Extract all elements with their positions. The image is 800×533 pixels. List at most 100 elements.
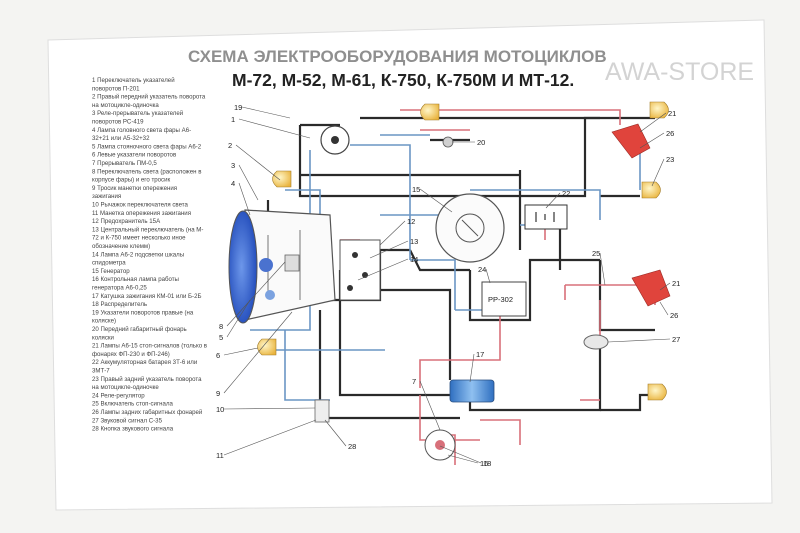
ignition-coil: [449, 379, 495, 403]
component-legend: 1 Переключатель указателей поворотов П-2…: [92, 77, 207, 433]
callout-leader-line: [419, 188, 453, 213]
turn-lamp-right-front: [272, 170, 292, 188]
callout-number: 8: [219, 322, 223, 331]
legend-line: 7 Прерыватель ПМ-0,5: [92, 160, 157, 167]
callout-leader-line: [419, 380, 441, 431]
callout-leader-line: [238, 182, 251, 216]
distributor: [424, 429, 456, 461]
headlamp-bulb: [259, 258, 273, 272]
legend-line: 18 Распределитель: [92, 301, 147, 308]
callout-leader-line: [485, 268, 491, 284]
callout-number: 11: [216, 451, 224, 460]
callout-number: 27: [672, 335, 680, 344]
callout-leader-line: [238, 118, 311, 139]
callout-number: 3: [231, 161, 235, 170]
callout-number: 17: [476, 350, 484, 359]
callout-number: 10: [216, 405, 224, 414]
stop-lamps: [611, 123, 671, 307]
callout-leader-line: [369, 240, 409, 259]
legend-line: 3МТ-7: [92, 368, 110, 375]
legend-line: 27 Звуковой сигнал С-35: [92, 417, 163, 424]
callout-leader-line: [659, 282, 671, 291]
callout-number: 15: [412, 185, 420, 194]
callout-leader-line: [439, 445, 482, 464]
callout-leader-line: [223, 407, 316, 410]
legend-line: корпусе фары) и его тросик: [92, 177, 170, 184]
callout-leader-line: [226, 299, 251, 338]
legend-line: 25 Включатель стоп-сигнала: [92, 401, 173, 408]
legend-line: на мотоцикле-одиночке: [92, 384, 159, 391]
legend-line: 21 Лампы А6-15 стоп-сигналов (только в: [92, 343, 207, 350]
turn-lamp-left-rear: [647, 383, 667, 401]
callout-leader-line: [223, 419, 317, 456]
callout-leader-line: [599, 252, 606, 286]
relay-regulator-label: РР-302: [488, 295, 513, 304]
callout-number: 18: [483, 459, 491, 468]
legend-line: поворотов П-201: [92, 85, 140, 92]
poster-title: М-72, М-52, М-61, К-750, К-750М И МТ-12.: [232, 70, 574, 90]
legend-line: на мотоцикле-одиночка: [92, 102, 159, 109]
callout-number: 21: [672, 279, 680, 288]
callout-leader-line: [223, 311, 293, 394]
turn-lamp-right-rear: [641, 181, 661, 199]
legend-line: 26 Лампы задних габаритных фонарей: [92, 409, 202, 416]
central-switch: [339, 239, 381, 301]
callout-number: 4: [231, 179, 235, 188]
callout-number: 9: [216, 389, 220, 398]
callout-number: 23: [666, 155, 674, 164]
callout-leader-line: [226, 261, 286, 327]
legend-line: 19 Указатели поворотов правые (на: [92, 309, 194, 316]
legend-line: 16 Контрольная лампа работы: [92, 276, 179, 283]
legend-line: зажигания: [92, 193, 121, 200]
horn: [583, 334, 609, 350]
parking-lamp: [265, 290, 275, 300]
callout-number: 13: [410, 237, 418, 246]
callout-number: 12: [407, 217, 415, 226]
callout-number: 6: [216, 351, 220, 360]
generator: [435, 193, 505, 263]
legend-line: 72 и К-750 имеет несколько иное: [92, 235, 186, 242]
relay-regulator: РР-302: [481, 281, 527, 317]
legend-line: 15 Генератор: [92, 268, 130, 275]
battery: [524, 204, 568, 230]
legend-line: 13 Центральный переключатель (на М-: [92, 226, 203, 233]
callout-leader-line: [639, 132, 665, 149]
legend-line: 22 Аккумуляторная батарея 3Т-6 или: [92, 359, 197, 366]
callout-leader-line: [238, 164, 259, 201]
light-switch: [284, 254, 300, 272]
callout-number: 26: [670, 311, 678, 320]
callout-number: 25: [592, 249, 600, 258]
callout-leader-line: [469, 353, 475, 383]
callout-number: 26: [666, 129, 674, 138]
callout-leader-line: [324, 419, 347, 447]
callout-number: 1: [231, 115, 235, 124]
legend-line: генератора А6-0,25: [92, 285, 147, 292]
legend-line: 14 Лампа А6-2 подсветки шкалы: [92, 251, 184, 258]
callout-leader-line: [241, 106, 291, 119]
legend-line: обозначение клемм): [92, 243, 150, 250]
callout-number: 21: [668, 109, 676, 118]
legend-line: 1 Переключатель указателей: [92, 77, 175, 84]
legend-line: спидометра: [92, 260, 126, 267]
legend-line: 6 Левые указатели поворотов: [92, 152, 176, 159]
legend-line: поворотов РС-419: [92, 119, 144, 126]
stop-lamp-lower: [631, 269, 671, 307]
callout-leader-line: [235, 144, 281, 181]
callout-leader-line: [379, 220, 406, 246]
callout-number: 22: [562, 189, 570, 198]
callout-leader-line: [659, 301, 669, 316]
legend-line: 11 Манетка опережения зажигания: [92, 210, 191, 217]
callout-leader-line: [607, 338, 671, 343]
legend-line: 23 Правый задний указатель поворота: [92, 376, 202, 383]
legend-line: 8 Переключатель света (расположен в: [92, 168, 201, 175]
legend-line: 5 Лампа стояночного света фары А6-2: [92, 143, 202, 150]
callout-number: 24: [478, 265, 486, 274]
callout-number: 7: [412, 377, 416, 386]
legend-line: 20 Передний габаритный фонарь: [92, 326, 187, 333]
horn-button: [314, 399, 330, 423]
callout-leader-line: [651, 158, 665, 187]
callout-number: 2: [228, 141, 232, 150]
turn-lamps: [257, 101, 669, 401]
callout-leader-line: [223, 347, 259, 356]
